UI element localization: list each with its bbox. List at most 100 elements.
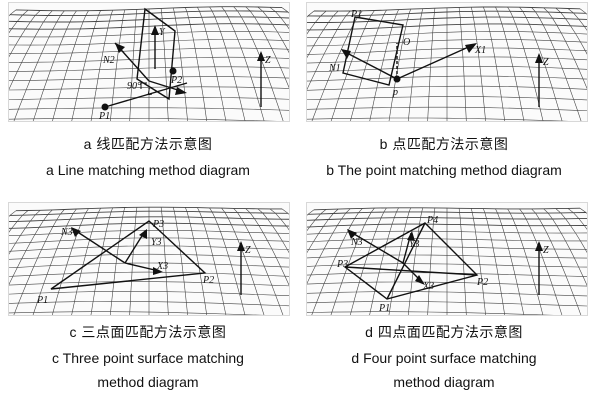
triangle-p1-p2-p3: [50, 220, 207, 290]
mesh-line: [519, 7, 563, 121]
line-L: [104, 82, 188, 108]
mesh-line: [388, 8, 411, 121]
label-P1: P1: [378, 303, 390, 314]
mesh-line: [407, 8, 424, 121]
caption-c-cn: c 三点面匹配方法示意图: [69, 324, 227, 340]
mesh-line: [32, 208, 77, 315]
mesh-line: [369, 207, 399, 315]
mesh-line: [9, 10, 41, 58]
arrowhead: [341, 49, 351, 59]
caption-a-cn: a 线匹配方法示意图: [83, 136, 213, 152]
mesh-line: [543, 7, 587, 90]
mesh-line: [172, 207, 188, 315]
mesh-line: [172, 7, 188, 121]
surface-mesh: [9, 6, 289, 121]
label-P1: P1: [350, 9, 362, 20]
mesh-line: [90, 10, 113, 121]
axis-x1-vector: [396, 44, 474, 80]
mesh-line: [330, 207, 375, 315]
label-p: p: [392, 87, 398, 98]
label-X3: X3: [156, 261, 168, 272]
label-N3: N3: [350, 237, 363, 248]
mesh-line: [427, 207, 436, 315]
mesh-line: [567, 8, 587, 31]
mesh-line: [507, 208, 544, 315]
mesh-line: [13, 10, 65, 121]
mesh-line: [9, 9, 17, 17]
arrowhead: [153, 267, 163, 275]
mesh-line: [307, 10, 327, 35]
point-p1: [101, 103, 109, 111]
mesh-line: [221, 6, 265, 121]
mesh-line: [9, 210, 17, 217]
mesh-line: [427, 8, 436, 121]
mesh-line: [9, 209, 53, 285]
mesh-line: [221, 207, 265, 315]
label-P1: P1: [98, 111, 110, 121]
mesh-line: [185, 7, 208, 121]
surface-mesh: [307, 207, 587, 315]
mesh-line: [257, 6, 289, 54]
mesh-line: [555, 7, 587, 55]
mesh-line: [32, 10, 77, 121]
matching-plane: [136, 7, 176, 101]
mesh-line: [233, 208, 284, 315]
mesh-line: [52, 208, 89, 315]
caption-d-cn: d 四点面匹配方法示意图: [365, 324, 523, 340]
point-p: [393, 75, 401, 83]
mesh-line: [129, 9, 138, 121]
label-90deg: 90°: [127, 81, 141, 92]
mesh-line: [109, 207, 126, 315]
panel-c-figure: N3 P3 Y3 X3 P2 P1 Z: [8, 202, 290, 316]
arrowhead: [237, 241, 245, 251]
mesh-line: [269, 208, 289, 231]
mesh-line: [52, 10, 89, 121]
mesh-line: [9, 210, 41, 255]
mesh-line: [543, 208, 587, 286]
caption-b-cn: b 点匹配方法示意图: [379, 136, 509, 152]
arrowhead: [175, 87, 187, 95]
mesh-line: [407, 207, 424, 315]
panel-b-figure: P1 N1 O X1 p Z: [306, 2, 588, 122]
mesh-line: [13, 209, 65, 315]
label-Y: Y: [159, 27, 166, 38]
mesh-line: [470, 208, 486, 315]
arrowhead: [535, 241, 543, 251]
mesh-line: [350, 9, 387, 121]
mesh-line: [197, 207, 227, 315]
mesh-line: [15, 206, 282, 212]
arrowhead: [151, 25, 159, 35]
panel-a-figure: N2 P2 P1 L 90° Y Z: [8, 2, 290, 122]
mesh-line: [209, 207, 246, 315]
caption-d-en-line2: method diagram: [393, 374, 495, 390]
line-matching-figure: N2 P2 P1 L 90° Y Z: [9, 6, 289, 121]
arrowhead: [407, 231, 415, 241]
mesh-line: [9, 210, 29, 233]
label-X1: X1: [474, 45, 486, 56]
caption-a-en: a Line matching method diagram: [46, 162, 250, 178]
panel-d-figure: N3 Y3 P4 P3 X3 P2 P1 Z: [306, 202, 588, 316]
caption-c-en-line1: c Three point surface matching: [52, 350, 244, 366]
mesh-line: [470, 7, 486, 121]
mesh-line: [531, 208, 582, 315]
mesh-line: [90, 207, 113, 315]
mesh-line: [185, 207, 208, 315]
mesh-line: [495, 208, 525, 315]
label-Z: Z: [265, 55, 271, 66]
mesh-line: [9, 10, 53, 90]
arrowhead: [535, 53, 543, 63]
mesh-line: [197, 7, 227, 121]
label-P1: P1: [36, 295, 48, 306]
mesh-line: [483, 208, 506, 315]
label-P3: P3: [152, 219, 164, 230]
arrowhead: [347, 229, 357, 239]
mesh-line: [495, 6, 525, 121]
arrowhead: [465, 43, 477, 53]
mesh-line: [458, 7, 467, 121]
label-P2: P2: [476, 277, 488, 288]
point-p2: [169, 67, 177, 75]
point-matching-figure: P1 N1 O X1 p Z: [307, 6, 587, 121]
label-Y3: Y3: [409, 239, 420, 250]
three-point-matching-figure: N3 P3 Y3 X3 P2 P1 Z: [9, 206, 289, 315]
label-N2: N2: [102, 55, 115, 66]
